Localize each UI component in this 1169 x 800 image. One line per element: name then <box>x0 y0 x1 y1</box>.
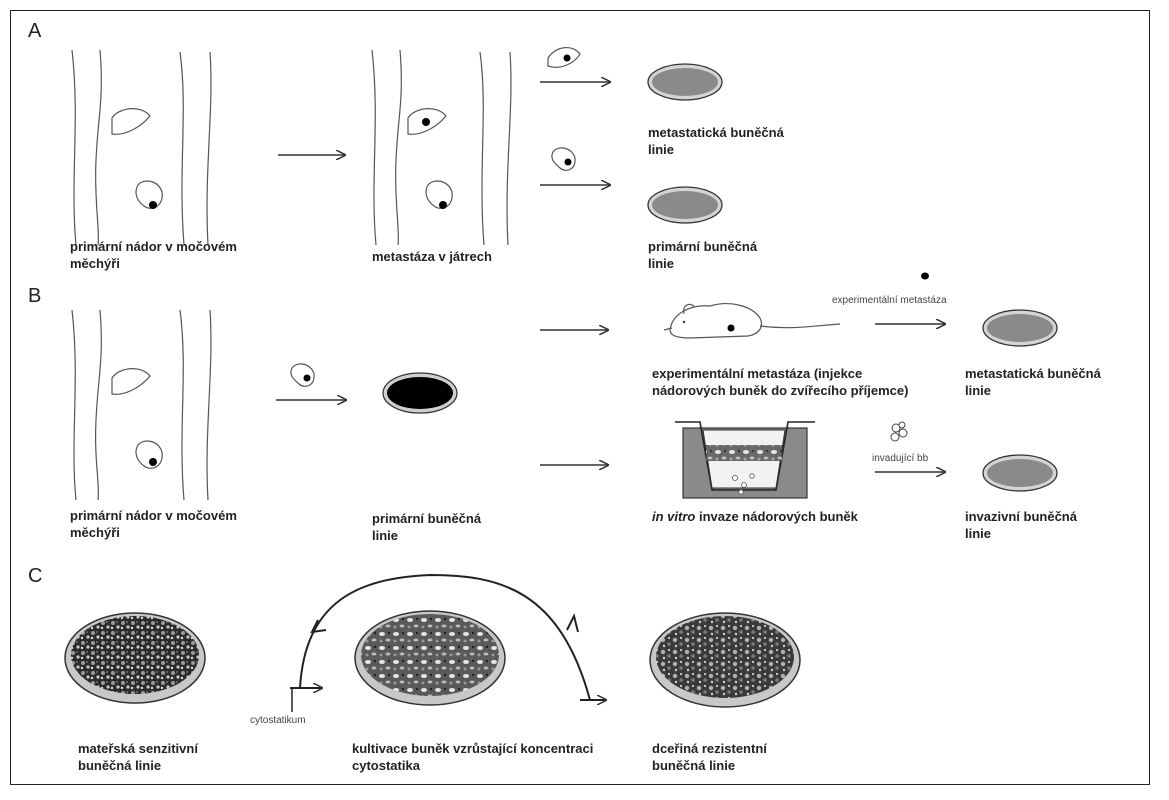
panel-b-invading-cell-icon <box>890 421 908 442</box>
panel-a-caption-metastasis: metastáza v játrech <box>372 249 492 264</box>
panel-c-dish-cultivation <box>354 610 506 706</box>
panel-a-bladder-tumor-2 <box>439 201 447 209</box>
panel-c-dish-daughter <box>649 612 801 708</box>
panel-a-dish-metastatic <box>647 63 723 101</box>
panel-a-liver-icon-tumor <box>563 54 571 62</box>
panel-a-label: A <box>28 20 42 42</box>
panel-b-caption-invasion-rest: invaze nádorových buněk <box>695 509 858 524</box>
panel-c-cycle-arrowhead-top <box>310 619 327 634</box>
panel-b-caption-exp-metastasis: experimentální metastáza (injekce nádoro… <box>652 366 909 398</box>
panel-c-dish-parent <box>64 612 206 704</box>
panel-a-body-outline-metastasis <box>371 49 512 246</box>
panel-a-caption-primary-tumor: primární nádor v močovém měchýři <box>70 239 237 271</box>
panel-b-caption-metastatic-line: metastatická buněčná linie <box>965 366 1101 398</box>
panel-a-bladder-icon-tumor <box>564 158 572 166</box>
panel-c-caption-parent: mateřská senzitivní buněčná linie <box>78 741 198 773</box>
panel-a-caption-primary-line: primární buněčná linie <box>648 239 758 271</box>
panel-b-label-exp-metastasis: experimentální metastáza <box>832 295 947 306</box>
panel-b-caption-primary-tumor: primární nádor v močovém měchýři <box>70 508 237 540</box>
panel-c-cycle-arc <box>299 573 591 701</box>
panel-b-dish-invasive <box>982 454 1058 492</box>
panel-b-caption-invasion-italic: in vitro <box>652 509 696 524</box>
panel-a-liver-icon-top <box>547 47 581 68</box>
panel-b-bladder-icon <box>290 363 315 387</box>
panel-b-dish-metastatic <box>982 309 1058 347</box>
panel-b-mouse <box>663 303 841 339</box>
panel-c-caption-cultivation: kultivace buněk vzrůstající koncentraci … <box>352 741 594 773</box>
panel-a-liver-metastasis <box>422 118 430 126</box>
panel-c-cycle-arrowhead-right <box>566 613 579 633</box>
panel-b-label-invading: invadující bb <box>872 453 929 464</box>
panel-b-mouse-eye <box>682 320 686 324</box>
panel-b-mouse-tumor <box>727 324 735 332</box>
panel-b-caption-invasion: in vitro invaze nádorových buněk <box>652 508 932 525</box>
panel-b-bladder-tumor <box>149 458 157 466</box>
panel-a-bladder-icon-bottom <box>551 147 576 171</box>
panel-b-exp-metastasis-dot <box>921 272 929 280</box>
panel-b-bladder-icon-tumor <box>303 374 311 382</box>
panel-c-label: C <box>28 565 43 587</box>
panel-b-caption-invasive-line: invazivní buněčná linie <box>965 509 1077 541</box>
panel-b-body-outline <box>71 309 212 501</box>
panel-a-dish-primary <box>647 186 723 224</box>
panel-a-body-outline-primary <box>71 49 212 246</box>
panel-a-caption-metastatic-line: metastatická buněčná linie <box>648 125 784 157</box>
panel-b-dish-primary-black <box>382 372 458 414</box>
panel-b-label: B <box>28 285 42 307</box>
panel-b-caption-primary-line: primární buněčná linie <box>372 511 482 543</box>
panel-a-bladder-tumor <box>149 201 157 209</box>
panel-c-caption-daughter: dceřiná rezistentní buněčná linie <box>652 741 767 773</box>
panel-b-transwell-chamber <box>675 421 815 499</box>
panel-c-label-cytostatic: cytostatikum <box>250 715 306 726</box>
